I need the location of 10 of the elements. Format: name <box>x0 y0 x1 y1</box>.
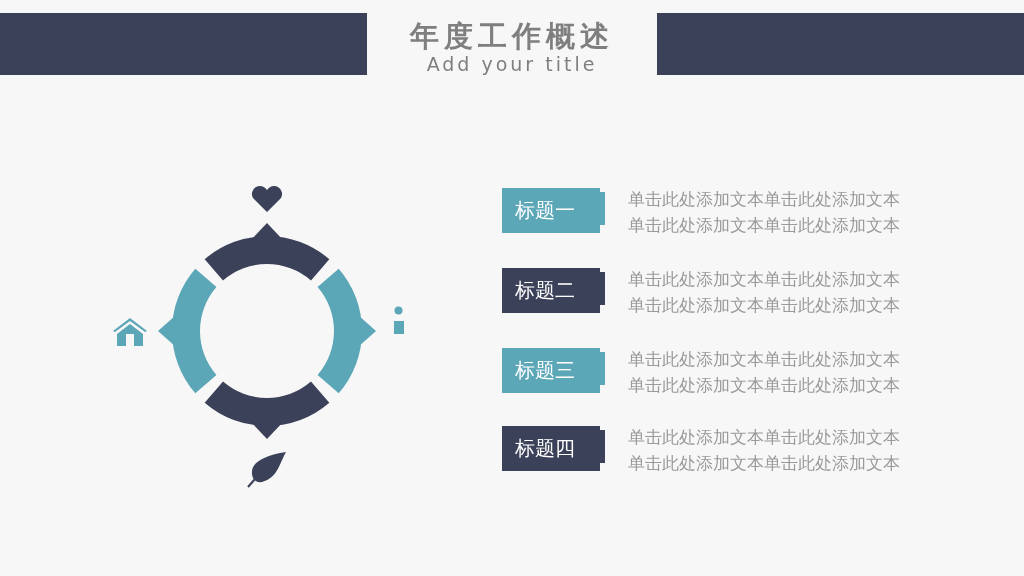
slide-subtitle: Add your title <box>425 52 599 76</box>
slide-title: 年度工作概述 <box>408 18 615 54</box>
body-text: 单击此处添加文本单击此处添加文本单击此处添加文本单击此处添加文本 <box>628 426 901 475</box>
heading-tag: 标题四 <box>502 426 600 471</box>
heading-tag: 标题一 <box>502 188 600 233</box>
body-text: 单击此处添加文本单击此处添加文本单击此处添加文本单击此处添加文本 <box>628 348 901 397</box>
heading-tag: 标题三 <box>502 348 600 393</box>
body-text: 单击此处添加文本单击此处添加文本单击此处添加文本单击此处添加文本 <box>628 268 901 317</box>
body-text: 单击此处添加文本单击此处添加文本单击此处添加文本单击此处添加文本 <box>628 188 901 237</box>
heading-tag: 标题二 <box>502 268 600 313</box>
